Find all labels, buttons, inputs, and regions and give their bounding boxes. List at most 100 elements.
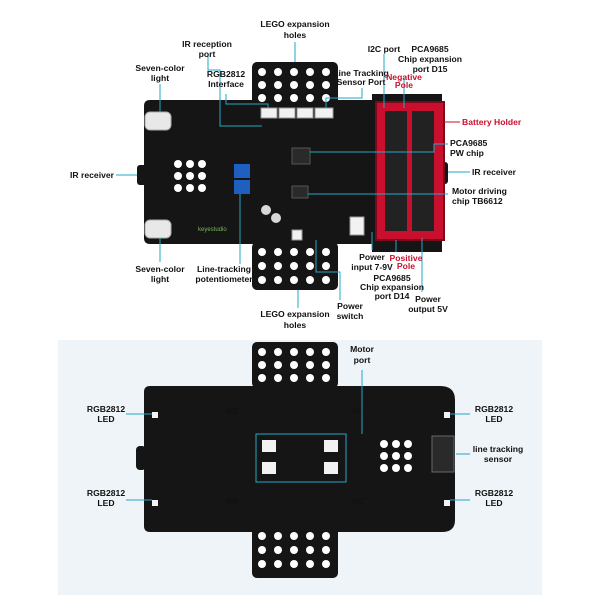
capacitor-2 [271,213,281,223]
line-tracking-port-1 [278,107,296,119]
mounting-hole [258,361,266,369]
mounting-hole [380,464,388,472]
bottom-board-body [144,386,455,532]
label-ir-receiver-right: IR receiver [472,167,517,177]
mounting-hole [290,94,298,102]
label-line: input 7-9V [351,262,393,272]
mounting-hole [322,532,330,540]
mounting-hole [290,262,298,270]
label-line: LED [97,498,114,508]
mounting-hole [306,94,314,102]
mounting-hole [322,361,330,369]
mounting-hole [186,184,194,192]
label-line: RGB2812 [207,69,245,79]
rgb-interface-connector [260,107,278,119]
mounting-hole [322,374,330,382]
mounting-hole [274,276,282,284]
mounting-hole [274,68,282,76]
bottom-leader-lines [126,370,470,501]
motor-port-3 [262,462,276,474]
motor-port-4 [324,462,338,474]
label-line: I2C port [368,44,401,54]
mounting-hole [274,348,282,356]
label-line: holes [284,320,307,330]
label-line: PW chip [450,148,484,158]
mounting-hole [404,440,412,448]
mounting-hole [392,464,400,472]
rgb-led-tl [152,412,158,418]
power-input-connector [349,216,365,236]
label-line: port [199,49,216,59]
label-line: PCA9685 [450,138,487,148]
mounting-hole [290,248,298,256]
rgb-led-tr [444,412,450,418]
mounting-hole [274,81,282,89]
mounting-hole [274,94,282,102]
label-line: line tracking [473,444,524,454]
mounting-hole [258,94,266,102]
label-line: Power [337,301,363,311]
mounting-hole [306,81,314,89]
mounting-hole [322,262,330,270]
mounting-hole [174,160,182,168]
mounting-hole [290,68,298,76]
label-line: chip TB6612 [452,196,503,206]
lego-holes-top [258,348,330,382]
top-leader-lines [116,42,470,308]
label-line: Negative [386,72,422,82]
mounting-hole [306,532,314,540]
label-line: IR receiver [472,167,517,177]
mounting-hole [274,532,282,540]
label-line: holes [284,30,307,40]
mounting-hole [174,184,182,192]
bottom-board: M3 M1 M4 M2 [136,342,455,578]
mounting-hole [306,262,314,270]
label-line: output 5V [408,304,448,314]
label-line: Sensor Port [337,77,386,87]
label-line: IR receiver [70,170,115,180]
line-tracking-port-3 [314,107,334,119]
mounting-hole [306,68,314,76]
mounting-hole [290,361,298,369]
right-holes [380,440,412,472]
tb6612-chip [291,185,309,199]
motor-mark-m1: M1 [352,406,364,416]
svg-text:IR receiver: IR receiver [70,170,115,180]
label-line: Line-tracking [197,264,251,274]
mounting-hole [274,560,282,568]
line-tracking-sensor [431,435,455,473]
mounting-hole [306,248,314,256]
label-line: Positive [390,253,423,263]
mounting-hole [306,560,314,568]
mounting-hole [392,440,400,448]
label-line: Pole [397,261,415,271]
label-line: PCA9685 [373,273,410,283]
svg-text:Battery Holder: Battery Holder [462,117,522,127]
label-line: Power [359,252,385,262]
mounting-hole [290,348,298,356]
